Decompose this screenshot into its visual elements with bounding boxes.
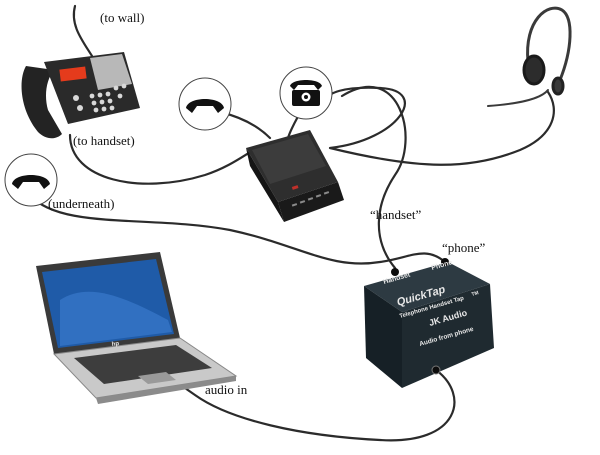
box-audio-jack xyxy=(431,365,441,375)
handset-base-unit xyxy=(246,130,344,222)
base-red-led xyxy=(291,185,299,190)
handset-icon xyxy=(12,175,50,189)
cable-headset-to-box xyxy=(340,86,407,270)
label-audio-in: audio in xyxy=(205,382,248,397)
phone-silver-panel xyxy=(90,54,132,90)
telephone-icon xyxy=(290,80,322,106)
laptop-screen-glow xyxy=(60,291,172,346)
box-tm: TM xyxy=(471,290,480,298)
laptop-front-edge xyxy=(96,376,236,404)
headset-band xyxy=(526,6,572,82)
laptop-touchpad xyxy=(138,372,176,384)
box-right xyxy=(402,284,494,388)
handset-icon-middle xyxy=(178,77,232,131)
phone-handset xyxy=(21,66,62,139)
label-underneath: (underneath) xyxy=(48,196,115,211)
cable-underneath xyxy=(28,193,447,265)
headset-earpiece xyxy=(522,54,546,86)
desk-phone xyxy=(21,52,140,139)
handset-icon-left xyxy=(4,153,58,207)
telephone-icon-circle xyxy=(279,66,333,120)
base-side xyxy=(246,148,284,222)
box-port-phone xyxy=(441,258,449,266)
base-top-highlight xyxy=(252,134,326,184)
label-handset-port: “handset” xyxy=(370,207,422,222)
headset-earpiece-rear xyxy=(551,76,565,96)
label-phone-port: “phone” xyxy=(442,240,486,255)
laptop: hp xyxy=(36,252,238,404)
box-port-handset xyxy=(391,268,399,276)
label-to-wall: (to wall) xyxy=(100,10,145,25)
phone-keypad xyxy=(73,83,127,113)
headset-boom-mic xyxy=(487,89,549,107)
cable-base-to-headset xyxy=(328,86,555,166)
headset xyxy=(487,6,572,107)
phone-display xyxy=(59,66,87,82)
cable-to-wall xyxy=(72,4,94,58)
label-to-handset: (to handset) xyxy=(73,133,135,148)
cable-phone-to-base xyxy=(68,133,264,185)
handset-icon xyxy=(186,99,224,113)
box-top xyxy=(364,262,490,312)
quicktap-box: Handset Phone QuickTap Telephone Handset… xyxy=(364,258,494,388)
laptop-logo: hp xyxy=(111,341,119,348)
box-front xyxy=(364,286,402,388)
laptop-keyboard xyxy=(74,345,212,384)
base-buttons xyxy=(291,191,330,207)
